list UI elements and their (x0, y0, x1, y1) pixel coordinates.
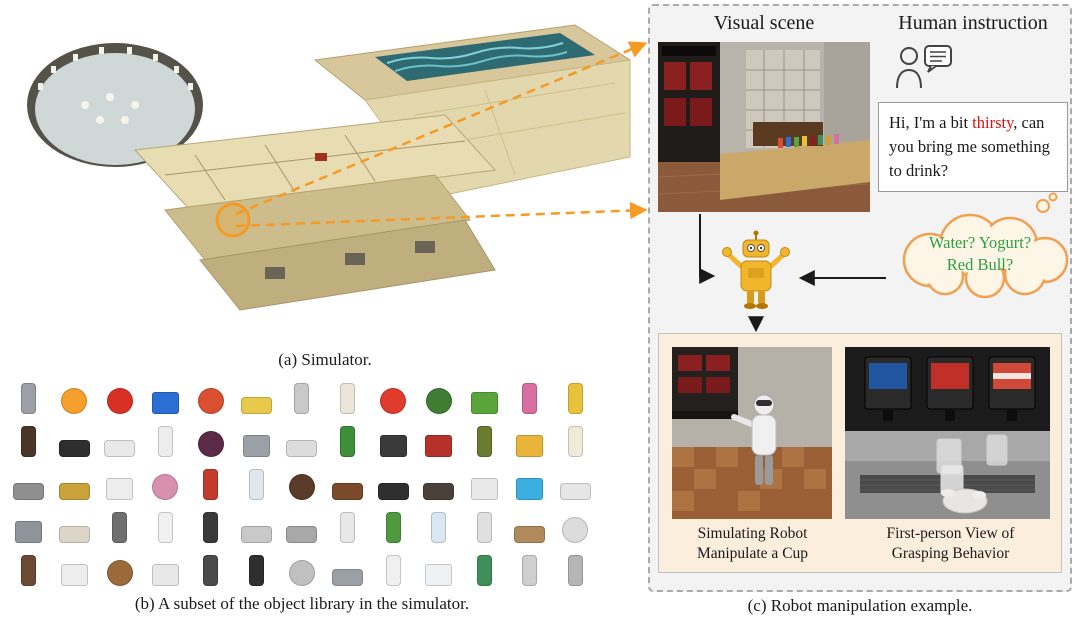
object-napkin (559, 468, 591, 500)
object-dark-bowl (423, 468, 455, 500)
object-gray-tray (286, 511, 318, 543)
first-person-view-image (845, 347, 1050, 519)
thought-text: Water? Yogurt? Red Bull? (928, 233, 1032, 275)
object-green-bottle (476, 554, 492, 586)
object-shampoo-bottle (385, 554, 401, 586)
object-red-book (425, 425, 453, 457)
object-yellow-bowl (240, 382, 272, 414)
object-toy-hippo (286, 425, 318, 457)
object-calculator (242, 425, 270, 457)
panel-a (15, 5, 635, 345)
object-basket (514, 511, 546, 543)
object-white-bottle (157, 511, 173, 543)
simulator-3d-view (27, 24, 632, 311)
caption-a: (a) Simulator. (278, 350, 372, 369)
object-juice-box (470, 382, 498, 414)
object-strawberry (106, 382, 133, 414)
object-sauce-bottle (21, 425, 37, 457)
visual-scene-image (658, 42, 870, 212)
object-coffee-tumbler (21, 554, 37, 586)
object-plate (562, 511, 589, 543)
human-instruction-heading: Human instruction (898, 12, 1048, 34)
object-soap-bar (470, 468, 498, 500)
instruction-box: Hi, I'm a bit thirsty, can you bring me … (878, 102, 1068, 192)
object-black-canister (203, 511, 219, 543)
object-coffee-mug (58, 468, 90, 500)
object-serving-tray (240, 511, 272, 543)
object-test-tube (522, 382, 538, 414)
sub-caption-right: First-person View of Grasping Behavior (886, 525, 1015, 563)
object-wipes-pack (151, 382, 179, 414)
object-paper-cup (476, 511, 492, 543)
object-cucumber (340, 425, 356, 457)
object-kitchen-scale (60, 554, 88, 586)
object-grid (8, 382, 596, 586)
thought-cloud: Water? Yogurt? Red Bull? (885, 210, 1075, 302)
object-bead-bracelet (288, 468, 315, 500)
object-paper-roll (294, 382, 310, 414)
object-kettle (21, 382, 37, 414)
object-plastic-cup (157, 425, 173, 457)
object-paper-cup-gray (522, 554, 538, 586)
object-black-phone (379, 425, 407, 457)
object-mangosteen (197, 425, 224, 457)
object-chips-can (203, 468, 219, 500)
object-bok-choy (385, 511, 401, 543)
object-snack-pack (516, 425, 544, 457)
object-milk-carton (248, 468, 264, 500)
person-speech-icon (895, 44, 955, 90)
object-rubiks-cube (516, 468, 544, 500)
object-black-pot (377, 468, 409, 500)
robot-manipulation-image (672, 347, 832, 519)
object-mesh-cup (567, 554, 583, 586)
object-watermelon (425, 382, 452, 414)
sub-caption-left: Simulating Robot Manipulate a Cup (696, 525, 809, 563)
object-teddy-bear (340, 382, 356, 414)
robot-icon (718, 230, 794, 318)
object-walnut (106, 554, 133, 586)
object-donut (152, 468, 179, 500)
object-trash-bin (112, 511, 128, 543)
instruction-text-highlight: thirsty (972, 113, 1014, 132)
visual-scene-heading: Visual scene (713, 12, 815, 34)
instruction-text-suffix: , can you bring me something to drink? (889, 113, 1050, 180)
object-orange (61, 382, 88, 414)
caption-c: (c) Robot manipulation example. (747, 596, 973, 615)
object-mortar-pestle (13, 468, 45, 500)
object-apple (197, 382, 224, 414)
object-wallet (332, 468, 364, 500)
object-juice-carton (567, 382, 583, 414)
object-metal-tray (332, 554, 364, 586)
object-rice-cooker (151, 554, 179, 586)
instruction-text-prefix: Hi, I'm a bit (889, 113, 973, 132)
object-gray-case (15, 511, 43, 543)
object-teacup (58, 511, 90, 543)
object-spray-bottle (340, 511, 356, 543)
object-milk-box (425, 554, 453, 586)
object-stapler (58, 425, 90, 457)
object-oil-bottle (476, 425, 492, 457)
object-gray-plate (288, 554, 315, 586)
object-white-bowl (104, 425, 136, 457)
object-tissue-box (106, 468, 134, 500)
object-milk-bottle (567, 425, 583, 457)
object-dark-bin (203, 554, 219, 586)
caption-b: (b) A subset of the object library in th… (134, 594, 470, 613)
object-tomato (380, 382, 407, 414)
object-thermos (248, 554, 264, 586)
object-water-bottle (431, 511, 447, 543)
